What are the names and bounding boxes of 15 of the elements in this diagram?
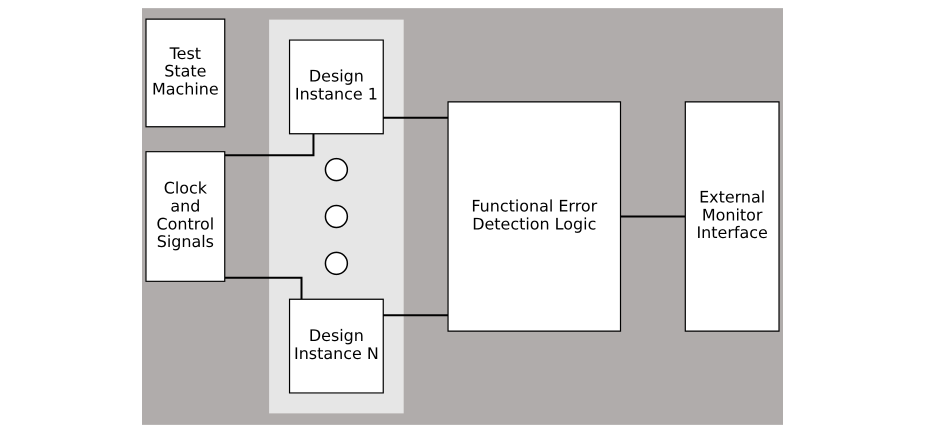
node-box: External Monitor Interface (684, 101, 780, 332)
cluster (269, 20, 404, 414)
connector (620, 216, 686, 218)
node-box: Design Instance N (288, 298, 384, 394)
node-box: Clock and Control Signals (145, 151, 226, 282)
node-box: Test State Machine (145, 18, 226, 128)
connector (224, 134, 314, 156)
connector (383, 116, 448, 119)
node-circle (324, 158, 348, 182)
node-box: Design Instance 1 (288, 39, 384, 134)
connector (383, 314, 448, 316)
node-box: Functional Error Detection Logic (447, 101, 622, 332)
node-circle (324, 252, 348, 276)
node-circle (324, 204, 348, 228)
connector (225, 276, 302, 300)
